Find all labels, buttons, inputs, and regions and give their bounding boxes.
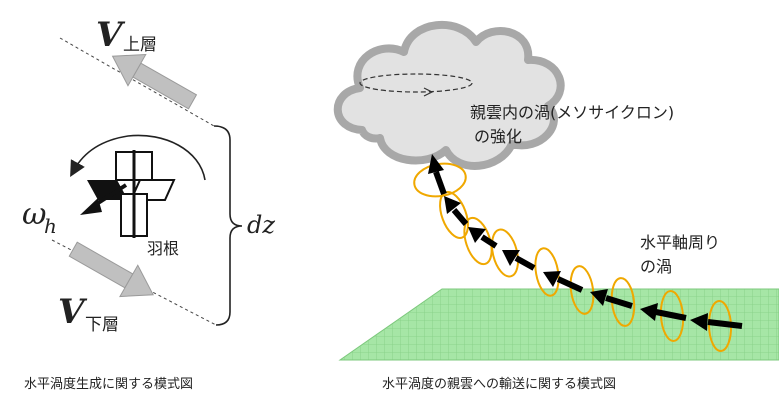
axis-label-line1: 水平軸周り: [640, 233, 720, 252]
vorticity-arrow: [444, 196, 461, 214]
vorticity-arrow-chain: [428, 154, 743, 331]
v-upper-label: V: [96, 15, 126, 55]
left-caption: 水平渦度生成に関する模式図: [24, 376, 193, 392]
omega-subscript: h: [44, 214, 57, 238]
cloud-label-line1: 親雲内の渦(メソサイクロン): [470, 103, 674, 122]
omega-arrow-head: [80, 198, 102, 215]
lower-wind-arrow: [68, 241, 154, 298]
rotation-curve-arrow: [70, 134, 206, 181]
mesocyclone-arrowhead: [423, 87, 434, 97]
right-caption: 水平渦度の親雲への輸送に関する模式図: [382, 376, 616, 392]
right-panel: 親雲内の渦(メソサイクロン) の強化 水平軸周り の渦 水平渦度の親雲への輸送に…: [333, 20, 779, 392]
v-upper-subscript: 上層: [123, 35, 157, 55]
vortex-ring: [610, 277, 636, 327]
dz-brace: [213, 125, 243, 326]
v-lower-subscript: 下層: [85, 315, 119, 335]
vorticity-arrow: [640, 303, 658, 321]
axis-label-line2: の渦: [640, 257, 672, 276]
vorticity-arrow: [590, 289, 608, 306]
vortex-rings: [413, 162, 733, 352]
dz-label: dz: [247, 211, 275, 239]
vortex-ring: [463, 216, 493, 266]
blade-paddle-icon: [87, 150, 176, 238]
parent-cloud: [333, 20, 565, 170]
left-panel: V 上層 ω h 羽根 dz V 下層 水平渦度生成に関する模式図: [22, 15, 275, 392]
omega-label: ω: [22, 197, 46, 232]
vorticity-arrow: [502, 250, 520, 266]
upper-wind-arrow: [111, 53, 198, 110]
cloud-label-line2: の強化: [474, 127, 522, 146]
mesocyclone-dashed-ring: [359, 73, 473, 93]
vortex-ring: [569, 265, 595, 315]
ground-plane: [338, 288, 779, 361]
vorticity-arrow: [690, 313, 708, 331]
blade-label: 羽根: [147, 239, 179, 258]
v-lower-label: V: [58, 292, 88, 332]
vorticity-arrow: [468, 227, 486, 243]
vorticity-arrow: [428, 154, 444, 174]
vorticity-arrow: [543, 271, 561, 287]
vortex-ring: [534, 247, 560, 297]
